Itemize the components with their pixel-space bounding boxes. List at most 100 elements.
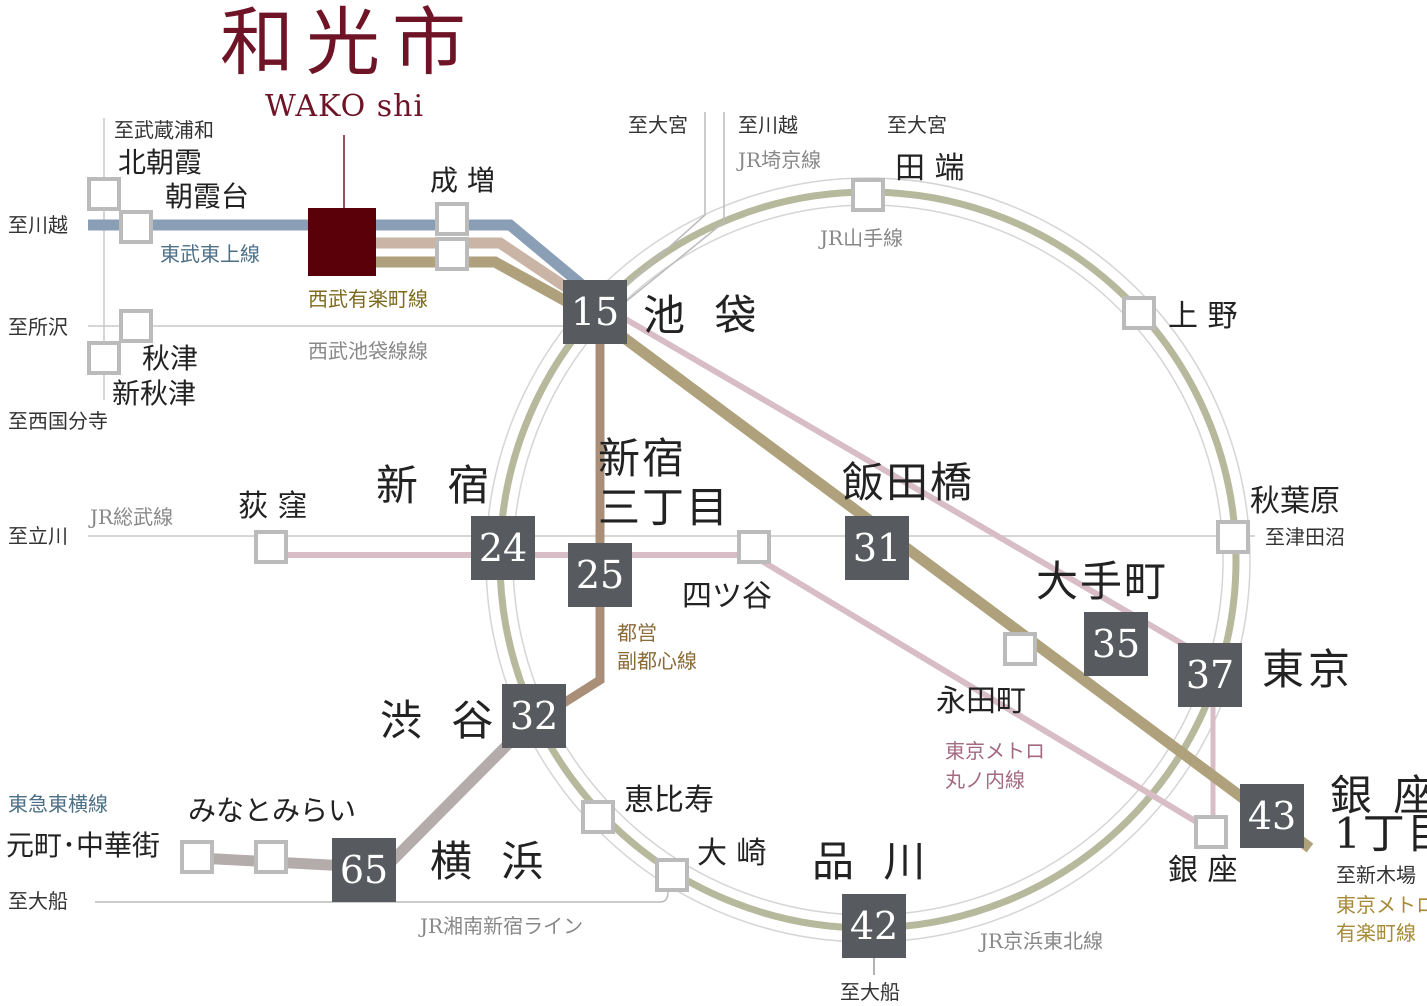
dir-omiya-2: 至大宮 — [887, 113, 947, 137]
marunouchi-line-path-2 — [608, 307, 1212, 663]
station-box-yotsuya — [737, 530, 771, 564]
name-ginza1-2: 1丁目 — [1334, 809, 1427, 858]
name-otemachi: 大手町 — [1036, 557, 1168, 606]
name-narimasu: 成 増 — [430, 164, 495, 197]
label-marunouchi-2: 丸ノ内線 — [945, 768, 1025, 792]
label-seibu-ikebukuro: 西武池袋線線 — [308, 339, 428, 363]
dir-kawagoe-top: 至川越 — [738, 113, 798, 137]
station-shibuya: 32 — [502, 684, 566, 748]
time-iidabashi: 31 — [853, 526, 901, 570]
label-yurakucho-2: 有楽町線 — [1336, 921, 1416, 945]
name-ginza1-1: 銀 座 — [1330, 771, 1427, 820]
time-ginza1: 43 — [1248, 794, 1296, 838]
time-ikebukuro: 15 — [571, 290, 619, 334]
station-tokyo: 37 — [1178, 643, 1242, 707]
name-iidabashi: 飯田橋 — [842, 458, 974, 507]
direction-labels: 至川越 至武蔵浦和 至所沢 至西国分寺 至立川 至大船 至大宮 至川越 至大宮 … — [8, 113, 1416, 1004]
name-ebisu: 恵比寿 — [624, 783, 714, 818]
label-jr-yamanote: JR山手線 — [818, 226, 903, 250]
label-jr-sobu: JR総武線 — [88, 505, 173, 529]
name-shinagawa: 品 川 — [812, 837, 933, 886]
dir-omiya-1: 至大宮 — [628, 113, 688, 137]
time-yokohama: 65 — [340, 848, 388, 892]
dir-nishi-kokubunji: 至西国分寺 — [8, 409, 108, 433]
station-labels: 北朝霞 朝霞台 成 増 秋津 新秋津 池 袋 田 端 上 野 荻 窪 新 宿 新… — [6, 146, 1427, 888]
dir-ofuna-left: 至大船 — [8, 889, 68, 913]
station-box-nagatacho — [1003, 632, 1037, 666]
station-box-tabata — [851, 178, 885, 212]
tobu-tojo-line-path — [88, 219, 604, 305]
name-akitsu: 秋津 — [142, 342, 198, 375]
label-seibu-yurakucho: 西武有楽町線 — [308, 287, 428, 311]
dir-musashi-urawa: 至武蔵浦和 — [114, 118, 214, 142]
station-yokohama: 65 — [332, 838, 396, 902]
dir-tsudanuma: 至津田沼 — [1265, 525, 1345, 549]
time-shinjuku3: 25 — [576, 553, 624, 597]
label-jr-saikyo: JR埼京線 — [736, 148, 821, 172]
dir-tachikawa: 至立川 — [8, 524, 68, 548]
station-shinagawa: 42 — [842, 894, 906, 958]
time-shinjuku: 24 — [479, 526, 527, 570]
time-otemachi: 35 — [1092, 622, 1140, 666]
minor-stations — [87, 177, 1250, 892]
wakoshi-station-box — [308, 208, 376, 276]
station-box-shinakitsu — [87, 341, 121, 375]
station-otemachi: 35 — [1084, 612, 1148, 676]
label-fukutoshin-2: 副都心線 — [617, 649, 697, 673]
name-yokohama: 横 浜 — [430, 837, 551, 886]
station-ikebukuro: 15 — [563, 280, 627, 344]
saikyo-line-path — [95, 112, 725, 903]
name-osaki: 大 崎 — [697, 836, 767, 871]
dir-tokorozawa: 至所沢 — [8, 315, 68, 339]
name-shinjuku: 新 宿 — [376, 461, 497, 510]
name-ueno: 上 野 — [1168, 299, 1238, 334]
page-title: 和光市 — [220, 0, 478, 86]
dir-kawagoe-left: 至川越 — [8, 213, 68, 237]
station-shinjuku: 24 — [471, 516, 535, 580]
station-box-osaki — [655, 858, 689, 892]
label-jr-keihin: JR京浜東北線 — [978, 929, 1103, 953]
name-akihabara: 秋葉原 — [1250, 484, 1340, 519]
station-box-minatomirai — [254, 840, 288, 874]
major-stations: 15 24 25 31 32 35 37 42 43 65 — [332, 280, 1304, 958]
station-iidabashi: 31 — [845, 516, 909, 580]
name-shinjuku3-1: 新宿 — [598, 434, 686, 483]
name-yotsuya: 四ツ谷 — [682, 579, 772, 614]
name-motomachi: 元町･中華街 — [6, 829, 160, 862]
name-shinjuku3-2: 三丁目 — [598, 483, 730, 532]
label-fukutoshin-1: 都営 — [617, 621, 657, 645]
station-box-motomachi — [180, 840, 214, 874]
station-box-narimasu-2 — [435, 237, 469, 271]
name-ikebukuro: 池 袋 — [643, 291, 764, 340]
name-tabata: 田 端 — [895, 151, 965, 186]
yurakucho-line-path — [370, 256, 1314, 853]
time-tokyo: 37 — [1186, 653, 1234, 697]
station-box-kitaasaka — [87, 177, 121, 211]
time-shinagawa: 42 — [850, 904, 898, 948]
name-tokyo: 東京 — [1262, 645, 1354, 694]
line-labels: 東武東上線 西武有楽町線 西武池袋線線 JR埼京線 JR山手線 JR総武線 都営… — [8, 148, 1427, 953]
dir-ofuna-bottom: 至大船 — [840, 980, 900, 1004]
name-minatomirai: みなとみらい — [188, 794, 356, 827]
page-subtitle: WAKO shi — [265, 89, 424, 124]
station-box-ebisu — [581, 800, 615, 834]
station-box-narimasu-1 — [435, 202, 469, 236]
time-shibuya: 32 — [510, 694, 558, 738]
label-tokyu-toyoko: 東急東横線 — [8, 792, 108, 816]
station-box-ueno — [1122, 296, 1156, 330]
station-box-ogikubo — [254, 530, 288, 564]
station-box-asakadai — [119, 210, 153, 244]
label-yurakucho-1: 東京メトロ — [1336, 893, 1427, 917]
name-ogikubo: 荻 窪 — [238, 489, 308, 524]
label-jr-shonan: JR湘南新宿ライン — [418, 914, 583, 938]
label-marunouchi-1: 東京メトロ — [945, 739, 1045, 763]
name-shinakitsu: 新秋津 — [112, 377, 196, 410]
name-kitaasaka: 北朝霞 — [118, 146, 202, 179]
station-box-akihabara — [1216, 520, 1250, 554]
label-tobu-tojo: 東武東上線 — [160, 242, 260, 266]
name-asakadai: 朝霞台 — [165, 180, 249, 213]
station-box-akitsu — [119, 309, 153, 343]
station-shinjuku3: 25 — [568, 543, 632, 607]
name-nagatacho: 永田町 — [936, 684, 1026, 719]
name-ginza: 銀 座 — [1168, 853, 1238, 888]
